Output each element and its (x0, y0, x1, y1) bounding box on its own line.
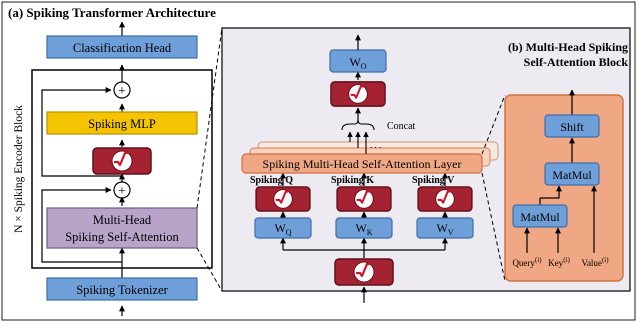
spiking-mlp-label: Spiking MLP (88, 117, 156, 131)
attention-label-line1: Multi-Head (93, 213, 152, 227)
panel-b: (b) Multi-Head Spiking Self-Attention Bl… (221, 27, 631, 303)
spiking-q-label: Spiking Q (250, 175, 293, 186)
query-label: Query(i) (512, 256, 542, 268)
concat-label: Concat (387, 121, 416, 132)
multi-head-attention-box (46, 207, 198, 249)
detail-zoom-line-top (481, 94, 506, 155)
shift-label: Shift (560, 120, 584, 134)
value-label: Value(i) (581, 256, 609, 268)
zoom-line-top (196, 27, 223, 209)
classification-head-box (46, 35, 198, 59)
matmul-top-box (544, 162, 600, 186)
encoder-block-label: N × Spiking Encoder Block (13, 105, 25, 233)
spike-neuron-icon (336, 186, 392, 212)
spike-neuron-icon (255, 186, 311, 212)
spiking-tokenizer-box (46, 277, 198, 301)
svg-text:+: + (118, 184, 126, 199)
add-circle-icon: + (113, 181, 131, 199)
encoder-block-frame (31, 69, 213, 269)
panel-b-title-line1: (b) Multi-Head Spiking (508, 40, 628, 54)
spiking-k-label: Spiking K (331, 175, 374, 186)
matmul-bottom-label: MatMul (520, 210, 560, 224)
wo-label: WO (349, 55, 366, 71)
attention-layer-label: Spiking Multi-Head Self-Attention Layer (263, 157, 462, 171)
matmul-top-label: MatMul (552, 168, 592, 182)
spiking-v-label: Spiking V (412, 175, 455, 186)
spike-neuron-icon (334, 258, 394, 286)
panel-b-title-line2: Self-Attention Block (524, 55, 629, 69)
spiking-mlp-box (46, 111, 198, 135)
spike-neuron-icon (330, 80, 386, 108)
zoom-line-bottom (196, 247, 223, 292)
wv-label: WV (436, 221, 453, 237)
attention-layer-box (241, 153, 483, 174)
spike-neuron-icon (91, 147, 153, 175)
key-label: Key(i) (548, 256, 570, 268)
classification-head-label: Classification Head (73, 41, 172, 55)
wk-label: WK (355, 221, 372, 237)
spike-neuron-icon (417, 186, 473, 212)
attention-label-line2: Spiking Self-Attention (65, 230, 179, 244)
panel-a-title: (a) Spiking Transformer Architecture (8, 5, 216, 20)
shift-box (544, 114, 600, 138)
spiking-tokenizer-label: Spiking Tokenizer (76, 283, 168, 297)
detail-zoom-line-bottom (481, 172, 506, 282)
matmul-bottom-box (512, 204, 568, 228)
wq-label: WQ (274, 221, 291, 237)
svg-text:+: + (118, 84, 126, 99)
panel-a: (a) Spiking Transformer Architecture N ×… (8, 5, 216, 316)
layer-dots: . . . (370, 140, 381, 150)
add-circle-icon: + (113, 81, 131, 99)
